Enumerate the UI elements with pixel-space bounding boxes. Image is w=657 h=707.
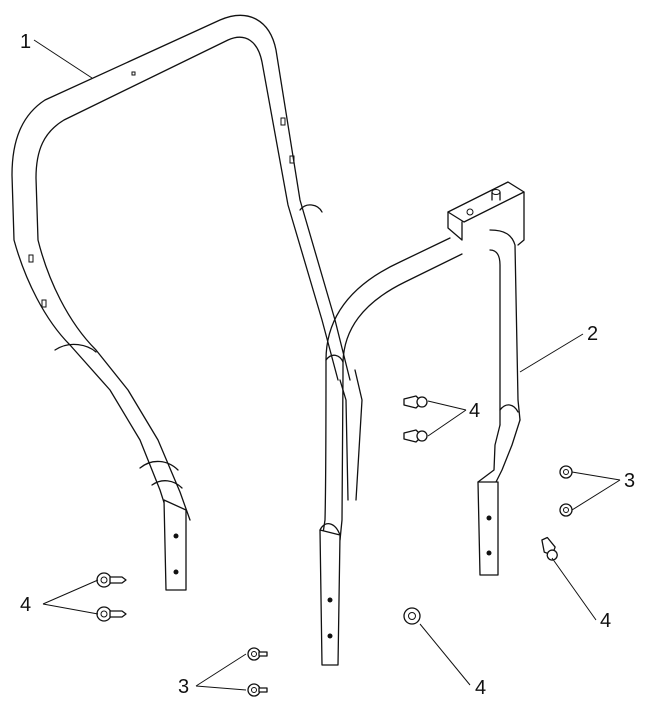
hardware-screws-center [403,395,428,443]
hardware-screw-right [541,536,558,561]
hardware-screws-left [96,572,127,622]
callout-2: 2 [587,323,598,345]
callout-3-right: 3 [624,470,635,492]
callout-3-bottom: 3 [178,676,189,698]
part-1-tube-frame [11,14,363,591]
hardware-screw-bottom [403,607,421,625]
callout-4-left: 4 [20,594,31,616]
callout-4-right: 4 [600,610,611,632]
callout-labels: 1 2 4 3 4 4 3 4 [20,31,635,699]
hardware-nuts-right [559,465,573,517]
callout-1: 1 [20,31,31,53]
callout-4-bottom: 4 [475,677,486,699]
callout-4-center: 4 [469,400,480,422]
part-2-tube-frame [319,181,525,666]
hardware-nuts-bottom [247,647,268,697]
leader-lines [33,39,621,691]
